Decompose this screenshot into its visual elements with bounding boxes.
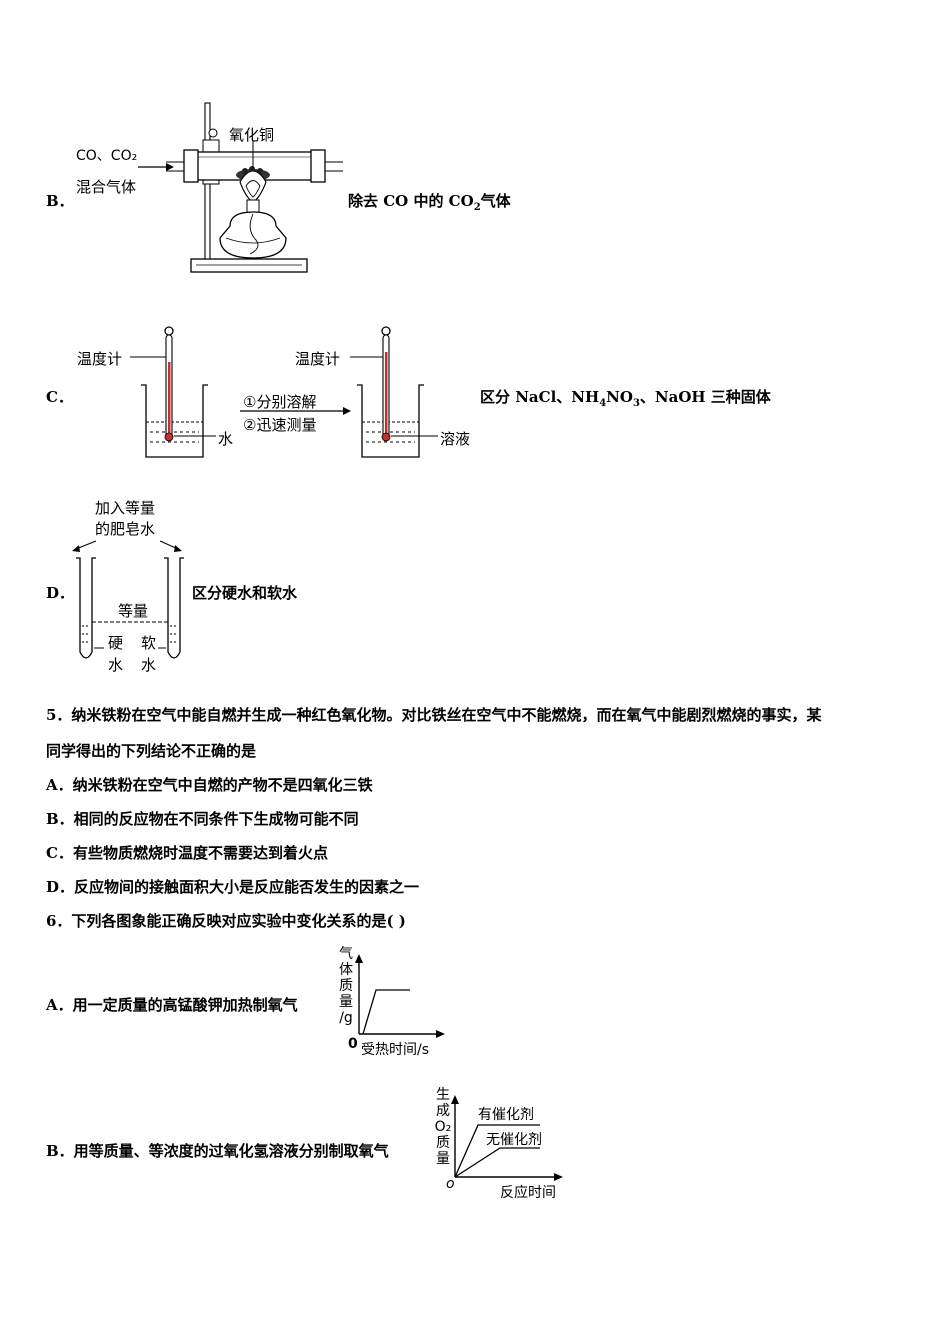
step-1-label: ①分别溶解 [243,393,317,411]
question-6-stem: 6．下列各图象能正确反映对应实验中变化关系的是( ) [46,912,406,930]
graph-b [451,1095,563,1181]
graph-b-origin: o [446,1176,455,1192]
option-b-letter: B． [46,192,74,210]
solution-label: 溶液 [440,430,471,448]
graph-b-y-axis-label: 生 成 O₂ 质 量 [434,1087,452,1167]
option-c-description: 区分 NaCl、NH4NO3、NaOH 三种固体 [480,388,771,409]
thermometer-label-left: 温度计 [77,350,123,368]
question-5-option-c: C．有些物质燃烧时温度不需要达到着火点 [46,844,328,862]
option-d-description: 区分硬水和软水 [192,584,298,602]
graph-b-series-no-catalyst: 无催化剂 [486,1132,542,1148]
test-tubes-diagram [72,540,184,659]
tube-furnace-apparatus [138,102,343,273]
hard-water-label-2: 水 [108,656,124,674]
thermometer-label-right: 温度计 [295,350,341,368]
step-2-label: ②迅速测量 [243,416,317,434]
question-6-option-b: B．用等质量、等浓度的过氧化氢溶液分别制取氧气 [46,1142,389,1160]
graph-a-origin: 0 [348,1036,358,1052]
graph-b-series-catalyst: 有催化剂 [478,1107,534,1123]
question-5-option-b: B．相同的反应物在不同条件下生成物可能不同 [46,810,359,828]
soft-water-label-1: 软 [141,634,157,652]
mix-gas-label: 混合气体 [76,178,137,196]
soft-water-label-2: 水 [141,656,157,674]
gas-label: CO、CO₂ [76,148,138,164]
equal-label: 等量 [118,602,149,620]
add-soap-line-1: 加入等量 [95,499,156,517]
question-5-stem-line-2: 同学得出的下列结论不正确的是 [46,742,257,760]
graph-b-x-axis-label: 反应时间 [500,1185,556,1201]
graph-a-curve [362,989,410,1035]
hard-water-label-1: 硬 [108,634,124,652]
graph-a-x-axis-label: 受热时间/s [361,1042,430,1058]
question-5-option-a: A．纳米铁粉在空气中自燃的产物不是四氧化三铁 [46,776,373,794]
graph-a-y-axis-label: 气 体 质 量 /g [339,946,353,1026]
add-soap-line-2: 的肥皂水 [95,520,156,538]
question-5-option-d: D．反应物间的接触面积大小是反应能否发生的因素之一 [46,878,420,896]
thermometer-beakers [130,326,438,458]
option-b-description: 除去 CO 中的 CO2气体 [348,192,511,213]
graph-b-curve-catalyst [454,1124,540,1178]
option-d-letter: D． [46,584,75,602]
copper-oxide-label: 氧化铜 [229,126,275,144]
graph-b-curve-no-catalyst [454,1147,540,1178]
option-c-letter: C． [46,388,73,406]
question-6-option-a: A．用一定质量的高锰酸钾加热制氧气 [46,996,298,1014]
water-label: 水 [218,430,234,448]
graph-a [355,954,445,1038]
question-5-stem-line-1: 5．纳米铁粉在空气中能自燃并生成一种红色氧化物。对比铁丝在空气中不能燃烧，而在氧… [46,706,822,724]
